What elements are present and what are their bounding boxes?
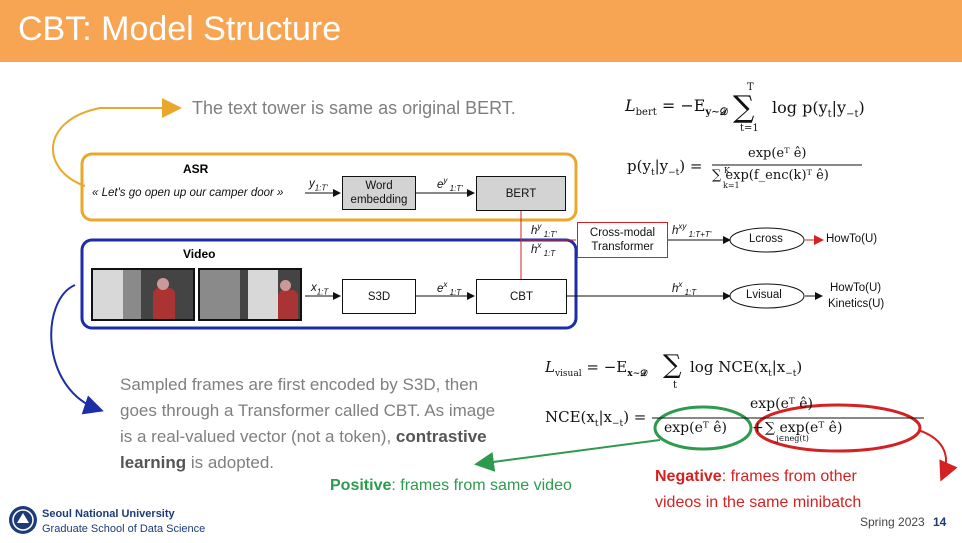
var-x: x1:T: [311, 282, 329, 297]
video-box: [80, 238, 578, 330]
frames-arrow: [50, 284, 104, 415]
var-hy: hy 1:T': [531, 222, 557, 240]
negative-note: Negative: frames from other videos in th…: [655, 468, 862, 511]
asr-label: ASR: [183, 162, 209, 176]
eq-lvisual-sum: ∑: [663, 350, 682, 380]
var-y: y1:T': [309, 178, 328, 193]
eq-lvisual-term: log NCE(xt|x−t): [690, 358, 803, 379]
lvisual-cloud: [729, 283, 805, 309]
video-label: Video: [183, 247, 216, 261]
note-line-1: Sampled frames are first encoded by S3D,…: [120, 375, 479, 394]
positive-ellipse: [653, 405, 753, 451]
var-hxy: hxy 1:T+T': [672, 222, 712, 240]
eq-lvisual-sum-bottom: t: [673, 380, 678, 391]
negative-ellipse: [754, 403, 922, 453]
var-hx: hx 1:T: [531, 241, 556, 259]
slide-title: CBT: Model Structure: [18, 10, 342, 48]
eq-nce-plus: +: [752, 420, 764, 436]
eq-nce-lhs: NCE(xt|x−t) =: [545, 408, 647, 429]
var-ex: ex 1:T: [437, 280, 462, 298]
eq-nce-neg-sub: j∈neg(t): [776, 434, 809, 443]
lvisual-label: Lvisual: [746, 289, 782, 301]
eq-p-num: exp(eᵀ ê): [748, 146, 807, 161]
eq-lvisual: Lvisual = −Ex∼𝒟: [545, 358, 648, 379]
lcross-cloud: [729, 227, 805, 253]
cbt-box: CBT: [476, 279, 567, 314]
note-line-3: is a real-valued vector (not a token), c…: [120, 427, 487, 446]
note-line-4: learning is adopted.: [120, 453, 275, 472]
page-number: 14: [933, 515, 947, 529]
eq-nce-den-neg: ∑ exp(eᵀ ê): [765, 420, 843, 436]
eq-lbert-sum-top: T: [747, 82, 754, 93]
eq-p-den-top: K: [724, 166, 730, 175]
video-frame-2: [198, 268, 302, 321]
positive-arrow: [474, 439, 661, 472]
sampled-frames-note: Sampled frames are first encoded by S3D,…: [120, 372, 540, 476]
var-hx2: hx 1:T: [672, 280, 697, 298]
negative-arrow: [917, 429, 958, 482]
asr-quote: « Let's go open up our camper door »: [92, 187, 284, 199]
footer-term: Spring 2023: [860, 515, 925, 529]
eq-nce-num: exp(eᵀ ê): [750, 396, 813, 412]
eq-lbert: Lbert = −Ey∼𝒟: [625, 96, 728, 119]
footer-school: Graduate School of Data Science: [42, 523, 206, 535]
howto-u-visual: HowTo(U): [830, 282, 882, 294]
university-seal-icon: [9, 506, 37, 534]
title-bar: [0, 0, 962, 62]
asr-box: [80, 152, 578, 222]
video-frame-1: [91, 268, 195, 321]
eq-lbert-term: log p(yt|y−t): [772, 98, 865, 121]
lcross-label: Lcross: [749, 233, 783, 245]
bert-box: BERT: [476, 176, 566, 211]
howto-u-cross: HowTo(U): [826, 233, 878, 245]
var-ey: ey 1:T': [437, 176, 463, 194]
footer-university: Seoul National University: [42, 508, 175, 520]
eq-p-lhs: p(yt|y−t) =: [627, 157, 703, 178]
eq-lbert-sum: ∑: [733, 90, 755, 125]
positive-note: Positive: frames from same video: [330, 477, 572, 494]
text-tower-arrow: [51, 98, 182, 187]
eq-p-den-bottom: k=1: [723, 181, 740, 190]
eq-p-den: ∑ exp(f_enc(k)ᵀ ê): [712, 168, 829, 183]
eq-lbert-sum-bottom: t=1: [740, 123, 759, 134]
s3d-box: S3D: [342, 279, 416, 314]
text-tower-note: The text tower is same as original BERT.: [192, 98, 516, 118]
eq-nce-den-pos: exp(eᵀ ê): [664, 420, 727, 436]
kinetics-u: Kinetics(U): [828, 298, 885, 310]
note-line-2: goes through a Transformer called CBT. A…: [120, 401, 496, 420]
